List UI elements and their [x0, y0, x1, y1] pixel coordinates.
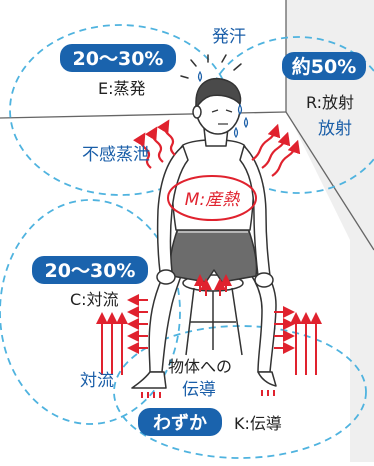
- conduction-word: 伝導: [182, 380, 216, 400]
- evaporation-label: E:蒸発: [98, 79, 146, 98]
- conduction-label: K:伝導: [234, 414, 282, 433]
- radiation-word: 放射: [318, 119, 352, 139]
- seated-person: [131, 77, 277, 389]
- radiation-pct-badge: [282, 52, 366, 80]
- sweat-strokes: [180, 54, 242, 79]
- heat-production-ellipse: [167, 175, 257, 221]
- convection-word: 対流: [80, 371, 114, 391]
- convection-pct: 20～30%: [45, 260, 136, 282]
- conduction-zone-circle: [113, 325, 367, 459]
- stool-conduction-arrows: [194, 274, 232, 296]
- insensible-perspiration-arrows: [132, 119, 176, 169]
- radiation-arrows: [251, 123, 301, 177]
- slight-badge-text: わずか: [153, 413, 207, 434]
- evaporation-pct-badge: [60, 44, 176, 72]
- heat-production-label: M:産熱: [185, 190, 240, 210]
- evaporation-pct: 20～30%: [73, 48, 164, 70]
- stool: [182, 274, 244, 356]
- insensible-perspiration-label: 不感蒸泄: [82, 145, 150, 165]
- slight-badge: [138, 408, 222, 436]
- radiation-label: R:放射: [306, 93, 354, 112]
- convection-zone-circle: [0, 199, 181, 425]
- convection-arrows-left: [96, 294, 148, 375]
- convection-pct-badge: [32, 256, 148, 284]
- sweat-drops-icon: [197, 70, 249, 139]
- foot-conduction-arrows: [141, 390, 275, 398]
- radiation-pct: 約50%: [292, 55, 356, 78]
- conduction-to-object-label: 物体への: [168, 357, 232, 376]
- convection-arrows-right: [274, 306, 322, 375]
- sweating-label: 発汗: [212, 27, 246, 47]
- convection-label: C:対流: [70, 290, 119, 309]
